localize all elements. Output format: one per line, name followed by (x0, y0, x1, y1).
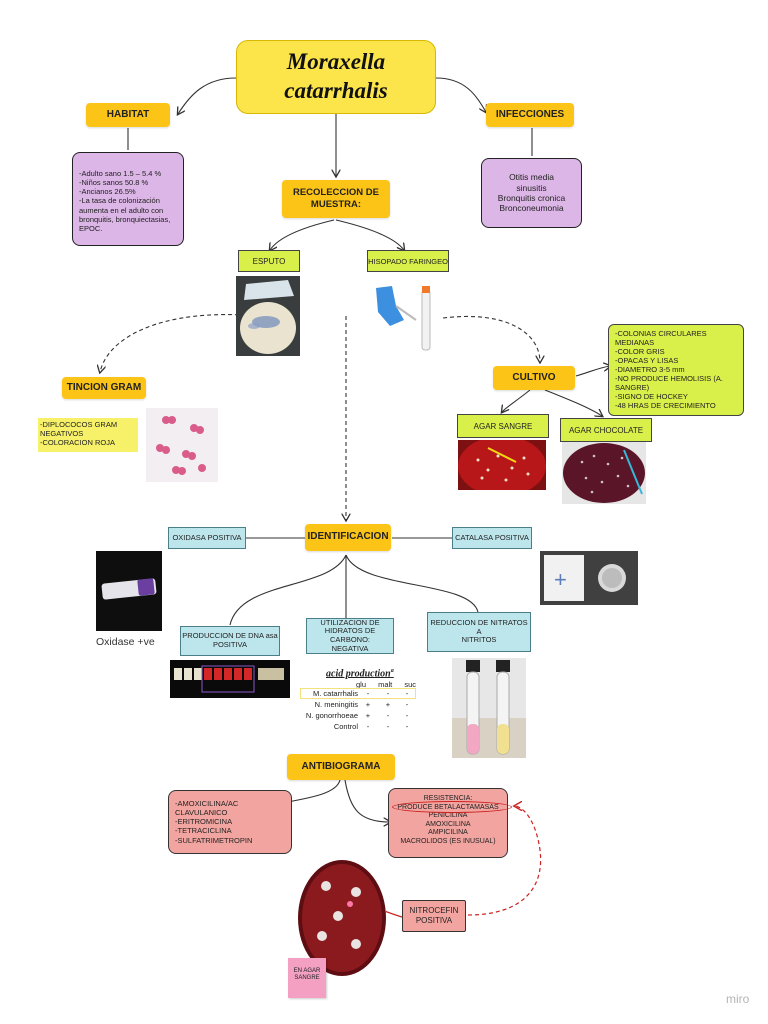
nitrocefin-plate-photo (298, 858, 386, 976)
resistencia-box: RESISTENCIA: PRODUCE BETALACTAMASAS PENI… (388, 788, 508, 858)
infecciones-label: INFECCIONES (486, 103, 574, 127)
nitrate-tubes-photo (452, 658, 526, 758)
miro-watermark: miro (726, 992, 750, 1006)
habitat-label: HABITAT (86, 103, 170, 127)
oxidase-caption: Oxidase +ve (96, 636, 155, 648)
acid-table-row-name: Control (333, 722, 358, 731)
acid-table-cell: - (405, 711, 409, 720)
acid-table-cell: - (405, 689, 409, 698)
habitat-details-box: -Adulto sano 1.5 – 5.4 % -Niños sanos 50… (72, 152, 184, 246)
acid-table-cell: + (385, 700, 391, 709)
tincion-gram-label: TINCION GRAM (62, 377, 146, 399)
acid-table-cell: + (365, 700, 371, 709)
table-row: Control - - - (304, 722, 416, 731)
nitrocefin-positiva-box: NITROCEFIN POSITIVA (402, 900, 466, 932)
acid-table-cell: - (386, 689, 390, 698)
agar-sangre-label: AGAR SANGRE (457, 414, 549, 438)
antibiograma-label: ANTIBIOGRAMA (287, 754, 395, 780)
acid-production-table: acid productiona glu malt suc M. catarrh… (300, 668, 416, 736)
catalasa-plus-sign: + (554, 567, 567, 592)
acid-table-column: suc (404, 680, 416, 689)
hisopado-photo (370, 276, 440, 356)
reduccion-nitratos-box: REDUCCION DE NITRATOS A NITRITOS (427, 612, 531, 652)
recoleccion-muestra-label: RECOLECCION DE MUESTRA: (282, 180, 390, 218)
catalasa-test-photo: + (540, 551, 638, 605)
agar-chocolate-label: AGAR CHOCOLATE (560, 418, 652, 442)
dnasa-strip-photo (170, 660, 290, 698)
esputo-photo (236, 276, 300, 356)
acid-table-cell: - (366, 689, 370, 698)
oxidasa-positiva-box: OXIDASA POSITIVA (168, 527, 246, 549)
catalasa-positiva-box: CATALASA POSITIVA (452, 527, 532, 549)
table-row: M. catarrhalis - - - (304, 689, 416, 698)
acid-table-cell: + (365, 711, 371, 720)
agar-chocolate-photo (562, 442, 646, 504)
gram-stain-photo (146, 408, 218, 482)
acid-table-row-name: M. catarrhalis (312, 689, 358, 698)
cultivo-features-box: -COLONIAS CIRCULARES MEDIANAS -COLOR GRI… (608, 324, 744, 416)
acid-table-row-name: N. gonorrhoeae (305, 711, 358, 720)
table-row: N. meningitis + + - (304, 700, 416, 709)
identificacion-label: IDENTIFICACION (305, 524, 391, 551)
tincion-gram-details: -DIPLOCOCOS GRAM NEGATIVOS -COLORACION R… (38, 418, 138, 452)
acid-table-row-name: N. meningitis (314, 700, 358, 709)
acid-table-column: malt (378, 680, 393, 689)
acid-table-cell: - (405, 722, 409, 731)
table-row: N. gonorrhoeae + - - (304, 711, 416, 720)
betalactamasa-highlight (392, 801, 512, 813)
esputo-label: ESPUTO (238, 250, 300, 272)
acid-table-cell: - (366, 722, 370, 731)
agar-sangre-photo (458, 440, 546, 490)
agar-sangre-sticky-note: EN AGAR SANGRE (288, 958, 326, 998)
acid-table-title-footnote: a (390, 668, 394, 674)
acid-table-highlight (300, 688, 416, 699)
acid-table-cell: - (405, 700, 409, 709)
acid-table-cell: - (386, 711, 390, 720)
oxidase-test-photo (96, 551, 162, 631)
hisopado-faringeo-label: HISOPADO FARINGEO (367, 250, 449, 272)
infecciones-details-box: Otitis media sinusitis Bronquitis cronic… (481, 158, 582, 228)
utilizacion-carbohidratos-box: UTILIZACION DE HIDRATOS DE CARBONO: NEGA… (306, 618, 394, 654)
acid-table-cell: - (386, 722, 390, 731)
acid-table-column: glu (356, 680, 367, 689)
antibiotics-sensitive-box: -AMOXICILINA/AC CLAVULANICO -ERITROMICIN… (168, 790, 292, 854)
produccion-dnasa-box: PRODUCCION DE DNA asa POSITIVA (180, 626, 280, 656)
cultivo-label: CULTIVO (493, 366, 575, 390)
concept-map-title: Moraxella catarrhalis (236, 40, 436, 114)
acid-table-title: acid production (326, 668, 391, 680)
